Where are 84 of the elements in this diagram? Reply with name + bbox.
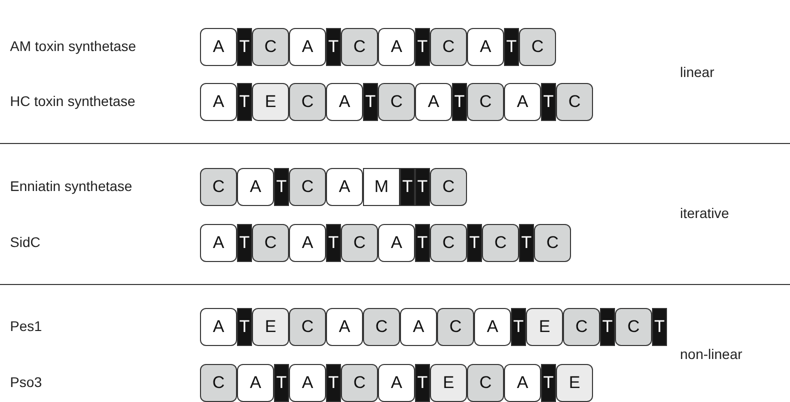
domain-box: T	[363, 83, 378, 121]
domain-box: A	[326, 168, 363, 206]
domain-box: C	[252, 28, 289, 66]
domain-box: C	[563, 308, 600, 346]
protein-name: Pso3	[10, 374, 42, 390]
category-label: non-linear	[680, 346, 742, 362]
domain-box: A	[289, 224, 326, 262]
domain-box: C	[556, 83, 593, 121]
protein-name: AM toxin synthetase	[10, 38, 136, 54]
domain-box: C	[341, 28, 378, 66]
domain-box: C	[534, 224, 571, 262]
domain-box: T	[415, 224, 430, 262]
domain-box: C	[519, 28, 556, 66]
domain-box: T	[274, 364, 289, 402]
domain-box: T	[415, 364, 430, 402]
domain-box: A	[415, 83, 452, 121]
domain-box: C	[341, 364, 378, 402]
domain-box: E	[252, 308, 289, 346]
domain-box: A	[200, 308, 237, 346]
domain-box: T	[504, 28, 519, 66]
domain-box: T	[237, 28, 252, 66]
domain-box: C	[430, 224, 467, 262]
domain-box: T	[237, 224, 252, 262]
domain-box: T	[415, 168, 430, 206]
domain-box: A	[504, 83, 541, 121]
domain-box: C	[482, 224, 519, 262]
domain-box: C	[252, 224, 289, 262]
domain-box: C	[341, 224, 378, 262]
domain-box: C	[289, 168, 326, 206]
domain-box: E	[252, 83, 289, 121]
domain-box: T	[452, 83, 467, 121]
domain-box: T	[326, 224, 341, 262]
protein-name: Pes1	[10, 318, 42, 334]
domain-box: A	[378, 364, 415, 402]
domain-box: C	[430, 28, 467, 66]
domain-box: T	[511, 308, 526, 346]
protein-name: HC toxin synthetase	[10, 93, 136, 109]
domain-box: C	[437, 308, 474, 346]
domain-box: T	[237, 83, 252, 121]
domain-box: C	[200, 364, 237, 402]
domain-box: T	[326, 28, 341, 66]
domain-box: T	[541, 83, 556, 121]
domain-box: A	[200, 83, 237, 121]
category-label: iterative	[680, 205, 730, 221]
domain-box: T	[652, 308, 667, 346]
domain-box: A	[237, 364, 274, 402]
domain-box: A	[467, 28, 504, 66]
domain-box: A	[400, 308, 437, 346]
domain-box: A	[326, 308, 363, 346]
category-label: linear	[680, 64, 714, 80]
domain-box: C	[615, 308, 652, 346]
domain-box: C	[289, 83, 326, 121]
domain-box: T	[237, 308, 252, 346]
domain-box: A	[289, 28, 326, 66]
domain-box: C	[200, 168, 237, 206]
domain-box: A	[200, 224, 237, 262]
domain-box: C	[378, 83, 415, 121]
domain-box: T	[600, 308, 615, 346]
protein-name: Enniatin synthetase	[10, 178, 132, 194]
domain-box: C	[467, 83, 504, 121]
domain-box: A	[474, 308, 511, 346]
domain-box: T	[467, 224, 482, 262]
domain-box: E	[556, 364, 593, 402]
domain-box: T	[274, 168, 289, 206]
domain-box: A	[378, 28, 415, 66]
domain-box: C	[363, 308, 400, 346]
domain-box: C	[289, 308, 326, 346]
domain-box: A	[237, 168, 274, 206]
domain-box: A	[504, 364, 541, 402]
domain-box: E	[430, 364, 467, 402]
domain-box: C	[430, 168, 467, 206]
domain-box: C	[467, 364, 504, 402]
domain-box: T	[415, 28, 430, 66]
domain-box: A	[200, 28, 237, 66]
domain-box: A	[289, 364, 326, 402]
domain-box: A	[378, 224, 415, 262]
domain-box: T	[326, 364, 341, 402]
domain-box: T	[400, 168, 415, 206]
protein-name: SidC	[10, 234, 40, 250]
domain-box: A	[326, 83, 363, 121]
domain-box: E	[526, 308, 563, 346]
domain-box: M	[363, 168, 400, 206]
domain-box: T	[519, 224, 534, 262]
domain-box: T	[541, 364, 556, 402]
